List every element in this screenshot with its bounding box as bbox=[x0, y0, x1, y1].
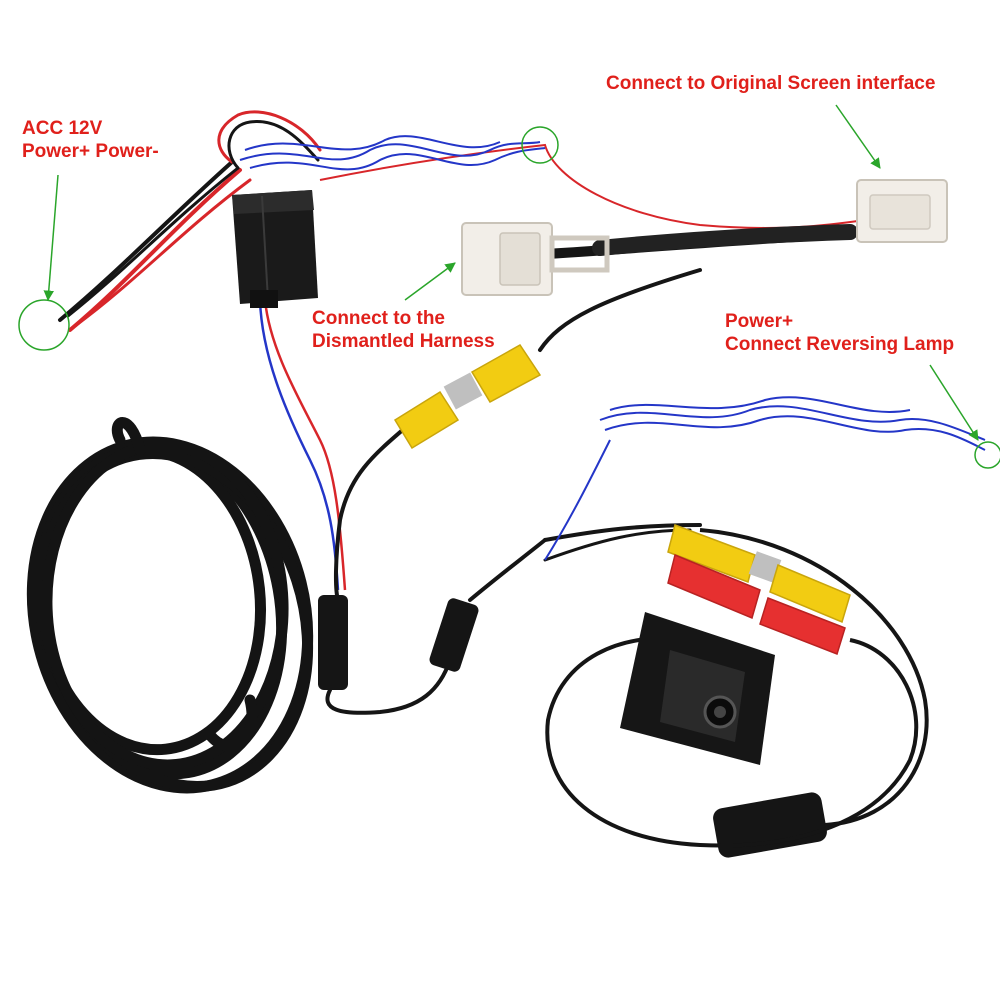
camera-rca-connectors bbox=[667, 524, 851, 655]
reversing-label-line1: Power+ bbox=[725, 311, 794, 332]
reversing-lamp-label: Power+ Connect Reversing Lamp bbox=[725, 310, 954, 356]
acc-power-label: ACC 12V Power+ Power- bbox=[22, 117, 159, 163]
annotation-arrows bbox=[43, 104, 979, 441]
harness-label-line2: Dismantled Harness bbox=[312, 331, 495, 352]
red-signal-wire bbox=[319, 143, 866, 229]
original-screen-label-text: Connect to Original Screen interface bbox=[606, 73, 936, 94]
power-leads bbox=[58, 110, 322, 332]
screen-plug-icon bbox=[856, 179, 948, 243]
harness-label-line1: Connect to the bbox=[312, 308, 445, 329]
acc-label-line2: Power+ Power- bbox=[22, 141, 159, 162]
dismantled-harness-label: Connect to the Dismantled Harness bbox=[312, 307, 495, 353]
acc-label-line1: ACC 12V bbox=[22, 118, 103, 139]
blue-wire-bundle-top bbox=[239, 135, 546, 171]
cable-coil bbox=[26, 417, 314, 794]
rear-camera-icon bbox=[620, 612, 775, 765]
camera-loop-cable bbox=[545, 636, 919, 848]
reversing-label-line2: Connect Reversing Lamp bbox=[725, 334, 955, 355]
rca-connector-icon bbox=[393, 344, 542, 450]
harness-plug-icon bbox=[461, 222, 610, 296]
relay-box-icon bbox=[232, 190, 318, 308]
braided-sleeve bbox=[592, 224, 858, 256]
blue-wire-bundle-bottom bbox=[544, 396, 986, 561]
marker-circles bbox=[18, 126, 1000, 469]
inline-connectors bbox=[318, 595, 827, 858]
original-screen-label: Connect to Original Screen interface bbox=[606, 72, 935, 95]
camera-loop-cable-outer bbox=[699, 528, 929, 827]
